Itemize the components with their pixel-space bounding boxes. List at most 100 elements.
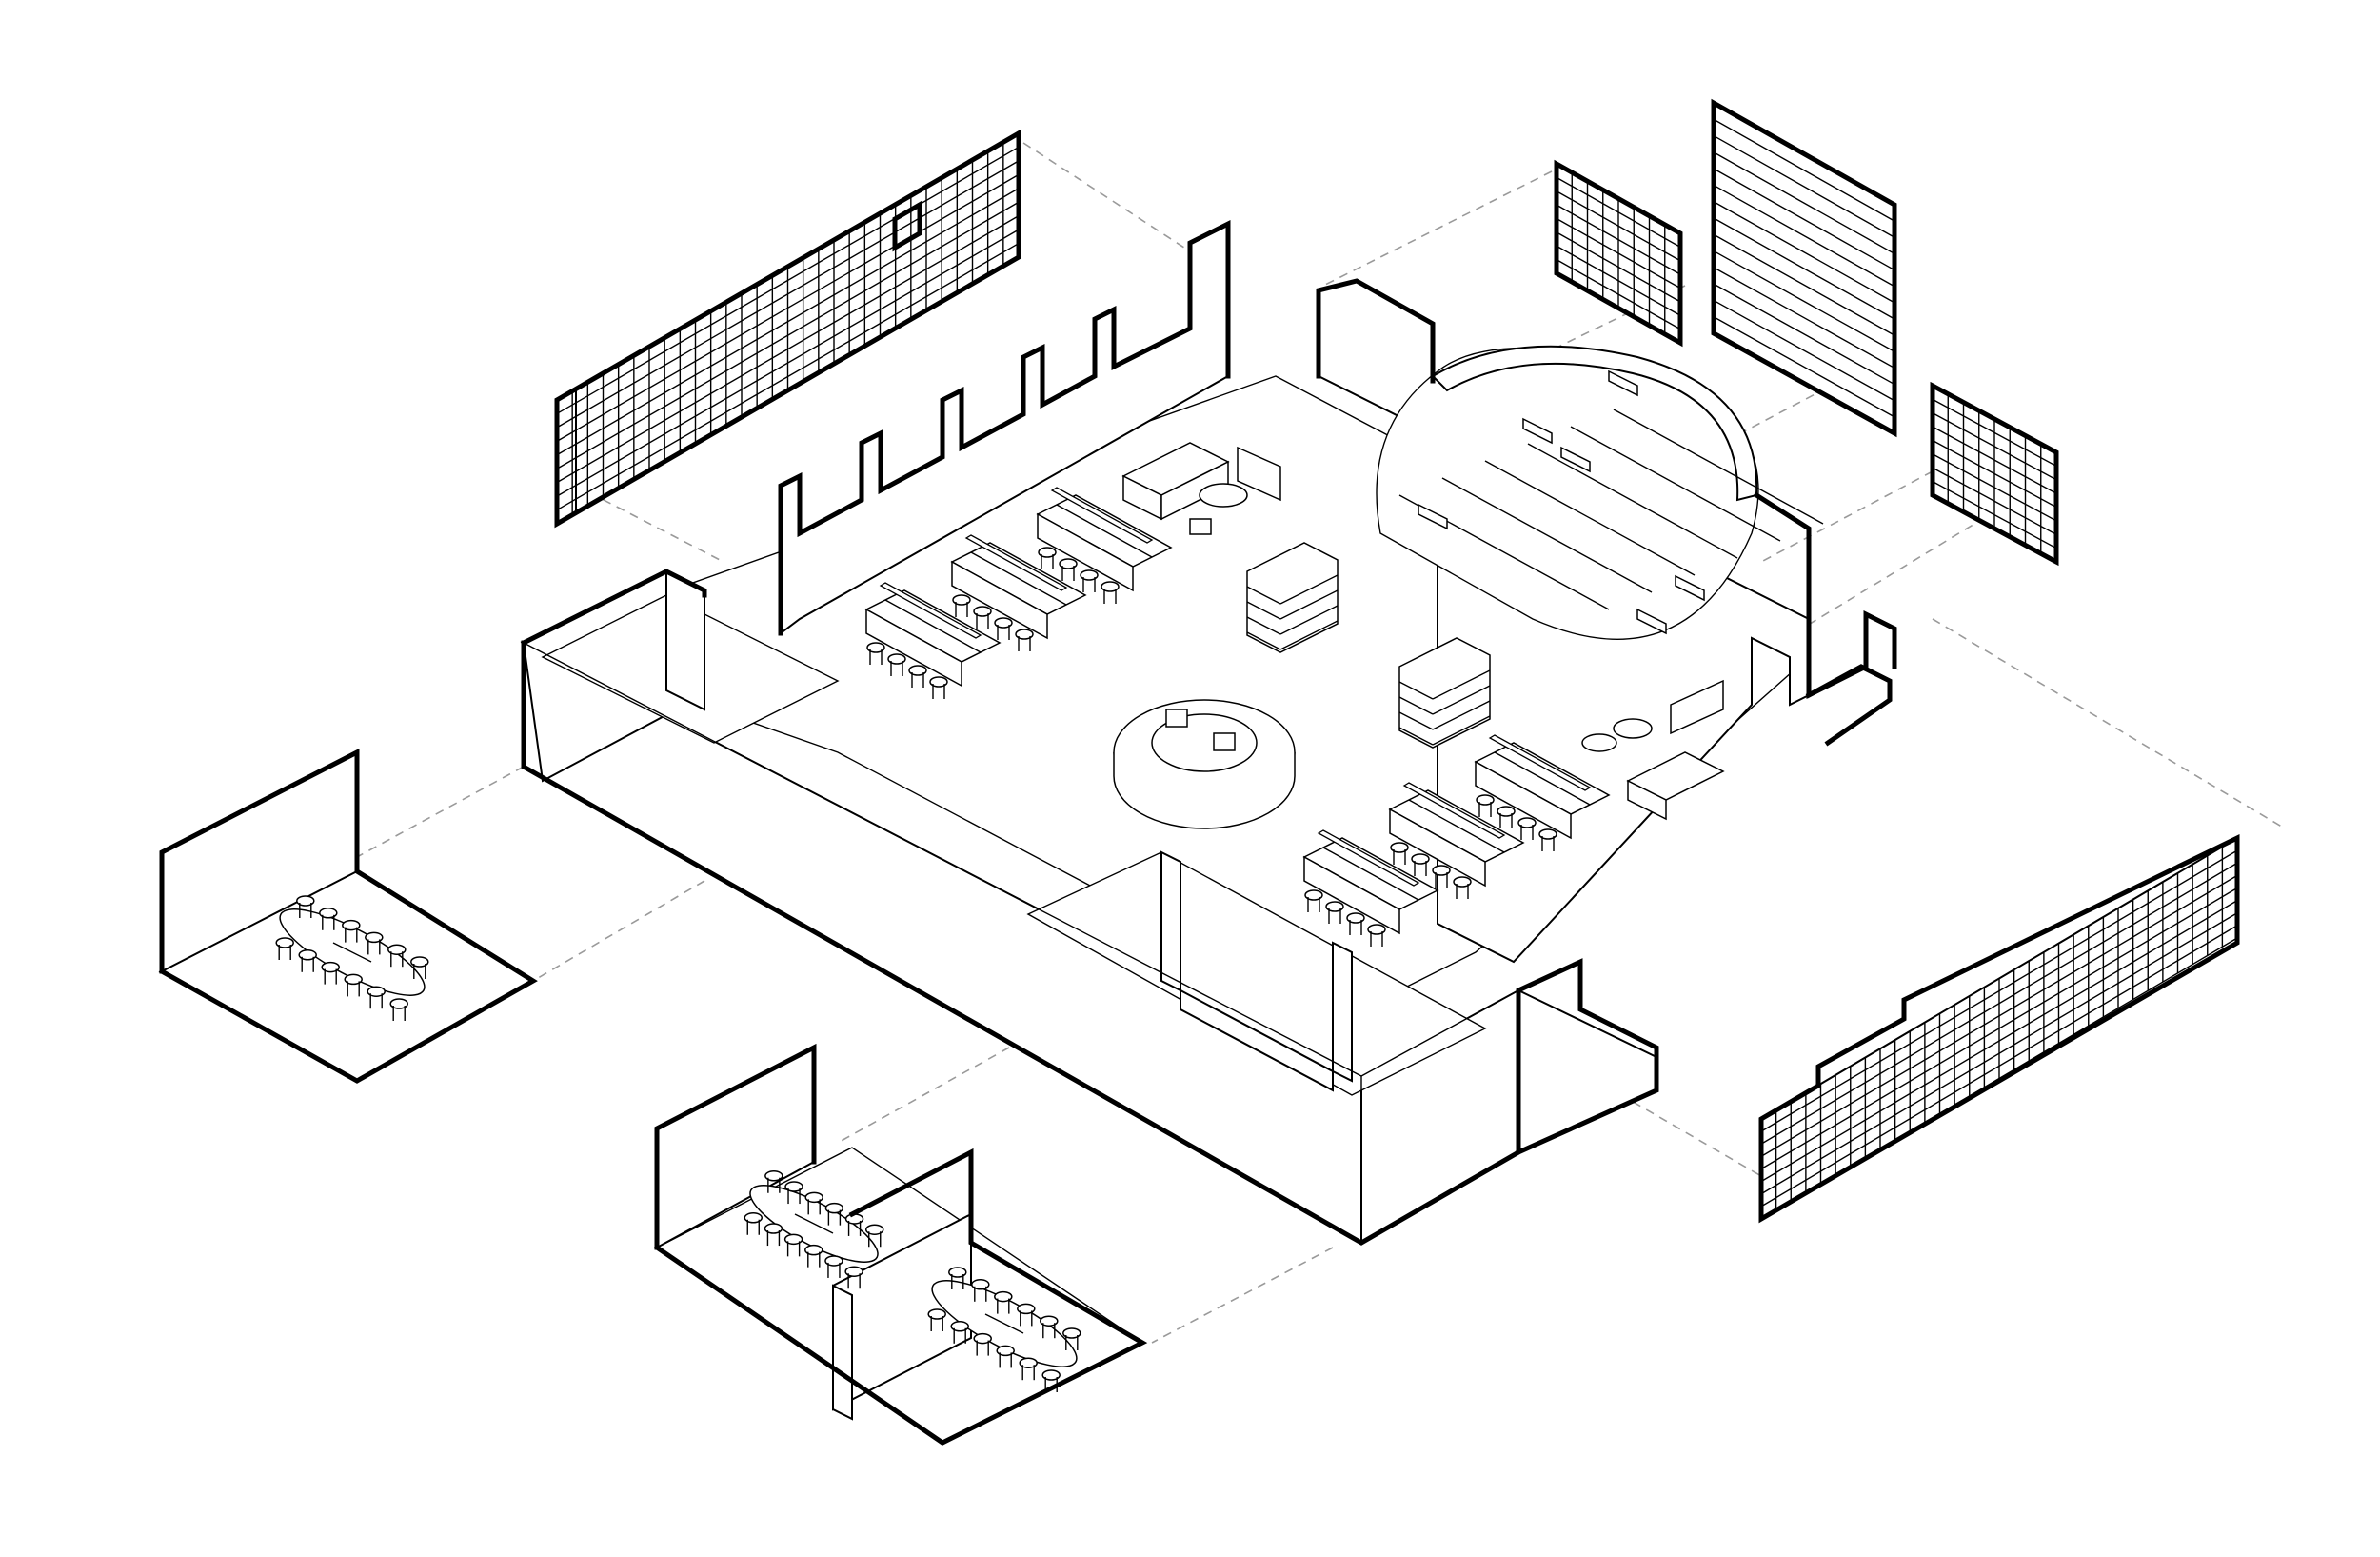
stage-step (1441, 477, 1653, 593)
chair (950, 1321, 969, 1332)
chair (784, 1181, 803, 1192)
desk-divider (879, 582, 982, 639)
shelf-board (556, 242, 1020, 511)
shelf-board (556, 173, 1020, 442)
slat (1713, 267, 1895, 369)
meeting-table (275, 895, 429, 1022)
chair (298, 949, 317, 961)
stage-seat (1608, 369, 1638, 397)
chair (908, 665, 927, 676)
chair (1367, 924, 1386, 935)
shelf-board (1932, 412, 2057, 481)
chair (744, 1212, 764, 1224)
chair (1346, 912, 1365, 924)
shelf-board (1760, 874, 2238, 1157)
right-bookshelf-block (1930, 381, 2059, 567)
desk-divider (1488, 734, 1592, 791)
lower-room-partition (1180, 988, 1334, 1092)
shelf-board (1556, 204, 1681, 275)
shelf-board (1932, 481, 2057, 549)
leader-line (1760, 470, 1934, 563)
shelf-board (1932, 453, 2057, 522)
shelf-board (1932, 398, 2057, 467)
chair (973, 606, 992, 617)
chair (342, 919, 361, 931)
slat (1713, 184, 1895, 288)
desk-divider (964, 534, 1068, 591)
chair (1476, 794, 1495, 806)
chair (952, 594, 971, 606)
leader-line (1322, 170, 1553, 287)
leader-line (575, 485, 724, 563)
slat (1713, 201, 1895, 304)
floor-outline (778, 219, 1231, 636)
chair (389, 998, 408, 1009)
chair (994, 617, 1013, 629)
chair (1304, 889, 1323, 901)
shelf-board (1556, 245, 1681, 316)
chair (1038, 547, 1057, 558)
chair (344, 973, 363, 986)
lower-room-partition (1160, 850, 1181, 992)
stage-seat (1522, 417, 1553, 445)
chair (824, 1202, 844, 1214)
shelf-board (556, 229, 1020, 497)
chair (1390, 842, 1409, 853)
chair (1538, 828, 1557, 840)
upper-right-slatted-panel (1711, 98, 1897, 438)
slat (1713, 134, 1895, 238)
shelf-board (1556, 231, 1681, 303)
desk-divider (1402, 782, 1506, 839)
slat (1713, 283, 1895, 386)
chair (1497, 806, 1516, 817)
chair (764, 1223, 783, 1234)
floor-outline (520, 569, 707, 647)
stage-step (1484, 460, 1696, 576)
chair (367, 986, 386, 997)
shelf-board (1760, 849, 2238, 1132)
leader-line (1932, 618, 2286, 829)
stage-seat (1418, 503, 1448, 530)
shelf-board (1932, 439, 2057, 509)
shelf-board (1760, 887, 2238, 1170)
main-floor-plate (520, 219, 1897, 1246)
slat (1713, 250, 1895, 352)
slat (1713, 217, 1895, 320)
floor-outline (521, 640, 1659, 1246)
stage-seat (1636, 608, 1667, 635)
shelf-board (1760, 925, 2238, 1208)
meeting-table (927, 1267, 1081, 1393)
lower-room-partition (1332, 941, 1353, 1083)
chair (1411, 853, 1430, 865)
leader-line (356, 766, 525, 858)
slat (1713, 151, 1895, 255)
chair (887, 653, 906, 665)
chair (1080, 569, 1099, 581)
shelf-board (1760, 837, 2238, 1120)
chair (410, 956, 429, 968)
chair (864, 1224, 884, 1235)
shelf-board (1932, 426, 2057, 494)
chair (1017, 1303, 1036, 1315)
chair (994, 1290, 1013, 1303)
chair (365, 931, 384, 944)
chair (275, 937, 294, 948)
lower-right-bookshelf-wall (1758, 834, 2240, 1224)
chair (971, 1279, 990, 1290)
chair (1325, 901, 1344, 912)
chair (1517, 817, 1537, 828)
chair (804, 1191, 823, 1204)
shelf-board (1760, 912, 2238, 1195)
shelf-board (1556, 176, 1681, 248)
reception-desk (1113, 699, 1296, 829)
chair (764, 1170, 783, 1182)
chair (948, 1267, 967, 1278)
slat (1713, 233, 1895, 336)
chair (1059, 558, 1078, 569)
shelf-board (1556, 190, 1681, 262)
upper-left-bookshelf-wall (554, 129, 1021, 529)
chair (866, 642, 885, 653)
stage-step (1527, 443, 1738, 559)
chair (296, 895, 315, 907)
